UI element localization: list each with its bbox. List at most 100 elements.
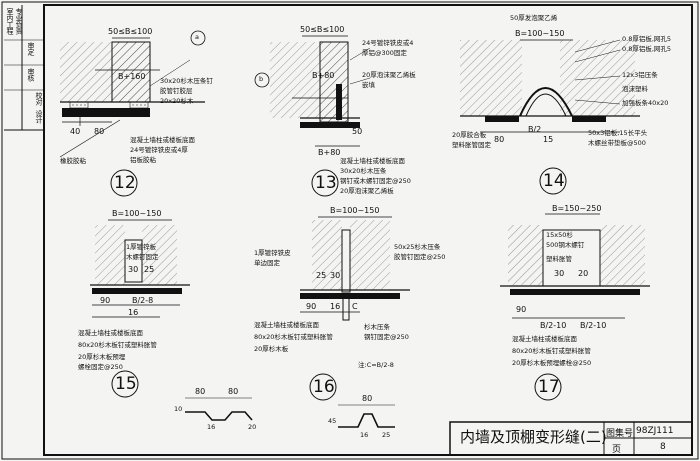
d16-dim-c: C [352,302,358,311]
d13-lower-1: 混凝土墙柱或楼板底面 [340,157,405,165]
detail-12 [59,30,206,197]
d15-dim-90: 90 [100,296,111,305]
sidebar-line-3: 审定 [27,42,35,55]
sidebar-line-5: 校对 [35,92,43,105]
d16-note-6: 钢钉固定@250 [364,333,409,341]
atlas-number: 98ZJ111 [636,426,674,436]
d16-dim-90: 90 [306,302,317,311]
sidebar-line-1: 室内工程 [6,8,14,34]
d12-lower-2: 24号镀锌铁皮或4厚 [130,146,188,154]
d17-dim-b2: B/2-10 [580,321,607,330]
d14-dim-80: 80 [494,135,505,144]
d14-right-3: 12x3铝压条 [622,71,658,79]
d16-dim-b: B=100~150 [330,206,380,215]
detail-17-number: 17 [538,377,560,397]
d14-left-2: 塑料胀管固定 [452,141,491,149]
d13-bubble: b [259,75,264,83]
d16-lower-2: 80x20杉木板钉或塑料胀管 [254,333,333,341]
d15-dim-25: 25 [144,265,155,274]
profile-2-dim-25: 25 [382,431,391,439]
d17-note-3: 塑料胀管 [546,255,572,263]
d14-right-2: 0.8厚铝板,网孔5 [622,45,672,53]
d13-dim-50: 50 [352,127,363,136]
d12-dim-b: B+160 [118,72,146,81]
d15-lower-2: 80x20杉木板钉或塑料胀管 [78,341,157,349]
d14-right-1: 0.8厚铝板,网孔5 [622,35,672,43]
d15-dim-30: 30 [128,265,139,274]
d12-rubber-label: 橡胶胶粘 [60,157,86,165]
d13-note-4: 嵌填 [362,81,375,89]
d16-lower-1: 混凝土墙柱或楼板底面 [254,321,319,329]
d12-lower-3: 铝板胶粘 [130,156,156,164]
d14-right-5: 加强板条40x20 [622,99,669,107]
d13-lower-3: 钢钉或木螺钉固定@250 [340,177,411,185]
detail-16 [300,216,410,401]
d15-dim-b2: B/2-8 [132,296,154,305]
d15-lower-1: 混凝土墙柱或楼板底面 [78,329,143,337]
d12-dim-top: 50≤B≤100 [108,27,153,36]
d17-lower-2: 80x20杉木板钉或塑料胀管 [512,347,591,355]
d14-dim-b: B=100~150 [515,29,565,38]
d16-dim-25: 25 [316,271,327,280]
d17-note-1: 15x50杉 [546,231,573,239]
detail-17 [500,213,650,401]
d17-lower-1: 混凝土墙柱或楼板底面 [512,335,577,343]
d15-dim-b: B=100~150 [112,209,162,218]
atlas-label: 图集号 [606,429,634,439]
profile-1-dim-80b: 80 [228,387,239,396]
sidebar-line-6: 设计 [35,110,43,123]
d14-dim-15: 15 [543,135,554,144]
d13-note-1: 24号镀锌铁皮或4 [362,39,414,47]
d13-note-3: 20厚泡沫聚乙烯板 [362,71,416,79]
d16-lower-3: 20厚杉木板 [254,345,289,353]
profile-1-dim-10: 10 [174,405,183,413]
page-number: 8 [660,442,666,452]
d12-note-2: 胶管钉胶层 [160,87,193,95]
d13-dim-b2: B+80 [318,148,341,157]
d16-dim-30: 30 [330,271,341,280]
d15-dim-16: 16 [128,308,139,317]
profile-2-dim-80: 80 [362,394,373,403]
d14-dim-b2: B/2 [528,125,542,134]
d17-dim-b: B=150~250 [552,204,602,213]
d13-note-2: 厚铝@300固定 [362,49,407,57]
d17-lower-3: 20厚杉木板预埋螺栓@250 [512,359,592,367]
sidebar-line-2: 专业负责 [15,8,23,34]
profile-1-dim-16: 16 [207,423,216,431]
d16-note-2: 单边固定 [254,259,280,267]
d14-bottom-1: 50x3铝板,15长平头 [588,129,648,137]
inner-border [43,4,693,456]
d14-bottom-2: 木螺丝带垫板@500 [588,139,646,147]
detail-12-number: 12 [114,173,136,193]
detail-14-number: 14 [543,171,565,191]
d17-dim-90: 90 [516,305,527,314]
d16-note-3: 50x25杉木压条 [394,243,441,251]
d15-note-2: 木螺钉固定 [126,253,159,261]
detail-15-number: 15 [115,374,137,394]
d15-note-1: 1厚镀锌板 [126,243,157,251]
page-label: 页 [612,445,622,455]
d13-dim-top: 50≤B≤100 [300,25,345,34]
detail-13 [254,35,371,197]
sidebar-line-4: 审核 [27,68,35,81]
detail-13-number: 13 [315,173,337,193]
profile-1-dim-80a: 80 [195,387,206,396]
detail-15 [90,219,190,398]
profile-1-dim-20: 20 [248,423,257,431]
d13-lower-4: 20厚泡沫聚乙烯板 [340,187,394,195]
d15-lower-4: 螺栓固定@250 [78,363,123,371]
d17-dim-30: 30 [554,269,565,278]
d16-note-4: 胶管钉固定@250 [394,253,446,261]
d13-dim-b: B+80 [312,71,335,80]
d16-dim-16: 16 [330,302,341,311]
d12-note-1: 30x20杉木压条钉 [160,77,213,85]
d16-note-1: 1厚镀锌铁皮 [254,249,291,257]
profile-sketches [185,397,395,428]
d13-lower-2: 30x20杉木压条 [340,167,387,175]
profile-2-dim-45: 45 [328,417,337,425]
d12-bubble: a [195,33,199,41]
d16-footnote: 注:C=B/2-8 [358,361,394,369]
sheet-title: 内墙及顶棚变形缝(二) [460,428,607,446]
